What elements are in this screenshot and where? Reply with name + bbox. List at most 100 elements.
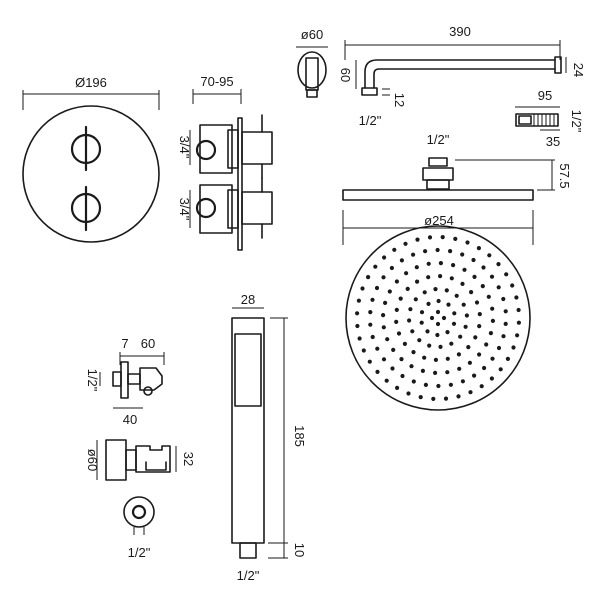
nozzle bbox=[516, 320, 522, 325]
nozzle bbox=[406, 391, 411, 396]
outlet-width-label: 60 bbox=[141, 336, 155, 351]
nozzle bbox=[398, 296, 403, 301]
nozzle bbox=[425, 329, 430, 334]
nozzle bbox=[445, 370, 450, 375]
nozzle bbox=[438, 344, 443, 349]
nozzle bbox=[490, 356, 495, 361]
nozzle bbox=[383, 300, 388, 305]
nozzle bbox=[409, 364, 414, 369]
nozzle bbox=[355, 323, 360, 329]
nozzle bbox=[396, 331, 402, 336]
nozzle bbox=[457, 366, 462, 371]
wall-outlet-side-view: 7 60 1/2" 40 bbox=[85, 336, 165, 427]
nozzle bbox=[482, 365, 487, 371]
nozzle bbox=[392, 247, 397, 252]
outlet-diameter-label: ø60 bbox=[85, 449, 100, 471]
nozzle bbox=[433, 357, 438, 362]
nozzle bbox=[479, 384, 484, 389]
nozzle bbox=[503, 309, 508, 314]
nozzle bbox=[465, 240, 470, 245]
nozzle bbox=[367, 359, 372, 364]
nozzle bbox=[387, 289, 392, 294]
nozzle bbox=[440, 235, 445, 240]
head-thread-label: 1/2" bbox=[427, 132, 450, 147]
valve-faceplate bbox=[22, 105, 160, 243]
nozzle bbox=[370, 297, 375, 302]
nozzle bbox=[435, 309, 441, 315]
nozzle bbox=[407, 318, 412, 323]
nozzle bbox=[489, 274, 495, 279]
valve-side-view: 70-95 3/4" 3/4" bbox=[177, 74, 273, 251]
nozzle bbox=[458, 334, 463, 339]
nozzle bbox=[480, 284, 485, 289]
nozzle bbox=[381, 313, 386, 318]
nozzle bbox=[463, 324, 468, 329]
nozzle bbox=[456, 394, 461, 399]
nozzle bbox=[435, 332, 440, 338]
nozzle bbox=[413, 297, 418, 302]
nozzle bbox=[454, 293, 459, 298]
arm-flange-diameter-label: ø60 bbox=[301, 27, 323, 42]
nozzle bbox=[460, 281, 465, 286]
shower-arm: 390 60 12 1/2" 24 bbox=[338, 24, 586, 128]
outlet-offset-label: 7 bbox=[121, 336, 128, 351]
handset-width-label: 28 bbox=[241, 292, 255, 307]
nozzle bbox=[501, 334, 506, 339]
valve-depth-label: 70-95 bbox=[200, 74, 233, 89]
nozzle bbox=[460, 252, 465, 257]
nozzle bbox=[399, 357, 404, 362]
nozzle bbox=[368, 310, 373, 315]
nozzle bbox=[490, 318, 495, 323]
outlet-depth-label: 40 bbox=[123, 412, 137, 427]
nozzle bbox=[481, 265, 486, 270]
nozzle bbox=[420, 368, 425, 373]
nozzle bbox=[408, 307, 413, 312]
nozzle bbox=[402, 341, 407, 346]
nozzle bbox=[514, 295, 519, 300]
nozzle bbox=[374, 285, 380, 291]
nozzle bbox=[487, 253, 492, 258]
nozzle bbox=[435, 321, 441, 327]
nozzle bbox=[389, 265, 394, 271]
nozzle bbox=[356, 298, 361, 303]
nozzle bbox=[445, 330, 450, 335]
nozzle bbox=[400, 373, 405, 379]
nozzle bbox=[449, 341, 454, 346]
nozzle bbox=[448, 382, 453, 387]
nozzle bbox=[355, 311, 360, 316]
arm-thread-length-label: 12 bbox=[392, 93, 407, 107]
nozzle bbox=[511, 345, 516, 350]
nozzle bbox=[411, 252, 416, 257]
nozzle bbox=[438, 274, 443, 279]
nozzle bbox=[510, 283, 515, 288]
nozzle bbox=[373, 264, 378, 269]
nozzle bbox=[436, 298, 441, 304]
nozzle bbox=[464, 313, 469, 318]
nozzle bbox=[394, 319, 399, 324]
nozzle bbox=[489, 376, 494, 381]
nozzle bbox=[422, 290, 427, 295]
arm-height-label: 60 bbox=[338, 68, 353, 82]
head-height-label: 57.5 bbox=[557, 163, 572, 188]
nozzle bbox=[399, 258, 404, 263]
shower-head-plate bbox=[342, 189, 534, 201]
top-inlet-label: 3/4" bbox=[177, 136, 192, 159]
nozzle bbox=[427, 235, 433, 240]
nozzle bbox=[496, 345, 502, 351]
nozzle bbox=[366, 275, 371, 280]
nozzle bbox=[484, 342, 489, 347]
nozzle bbox=[431, 396, 436, 401]
outlet-thread-label: 1/2" bbox=[85, 369, 100, 392]
shower-head-nozzles bbox=[355, 235, 522, 401]
head-diameter-label: ø254 bbox=[424, 213, 454, 228]
nozzle bbox=[395, 385, 400, 390]
nozzle bbox=[477, 352, 482, 357]
nozzle bbox=[501, 296, 506, 302]
arm-end-label: 24 bbox=[571, 63, 586, 77]
nozzle bbox=[472, 373, 477, 378]
nozzle bbox=[433, 370, 438, 375]
nozzle bbox=[469, 290, 474, 295]
connector-thread-label: 1/2" bbox=[569, 110, 584, 133]
nozzle bbox=[452, 311, 457, 316]
